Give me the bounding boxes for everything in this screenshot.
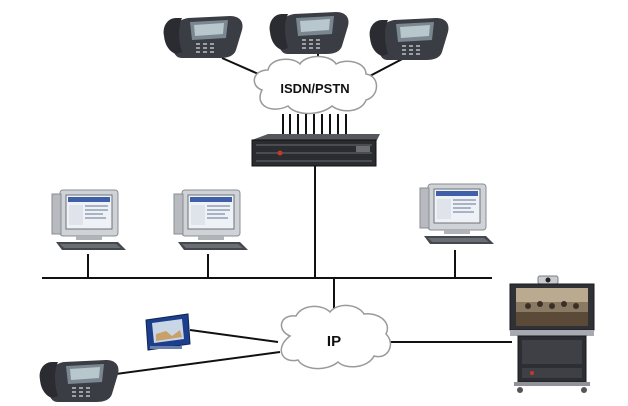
isdn-pstn-label: ISDN/PSTN	[280, 81, 349, 96]
ip-cloud: IP	[280, 304, 392, 370]
desk-phone-icon	[163, 16, 243, 58]
desktop-computer-icon	[51, 189, 127, 251]
desktop-computer-icon	[173, 189, 249, 251]
desk-phone-icon	[39, 360, 119, 402]
video-conference-system	[509, 275, 595, 393]
gateway-port-lines	[282, 114, 347, 134]
isdn-pstn-cloud: ISDN/PSTN	[253, 55, 378, 115]
desk-phone-icon	[269, 12, 349, 54]
video-tablet-icon	[145, 313, 191, 351]
ip-label: IP	[327, 333, 341, 350]
desk-phone-icon	[369, 18, 449, 60]
gateway-unit	[251, 134, 380, 167]
desktop-computer-icon	[419, 183, 495, 245]
